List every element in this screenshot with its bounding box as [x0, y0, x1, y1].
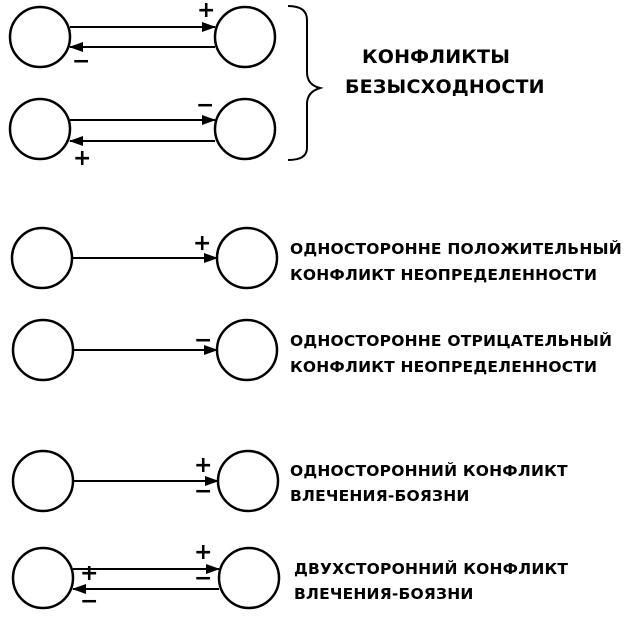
node-right: [213, 97, 277, 161]
negative-uncertainty-diagram: −: [11, 318, 279, 382]
node-right: [217, 546, 281, 610]
despair-diagram-2: − +: [8, 93, 277, 171]
plus-sign: +: [73, 146, 91, 171]
node-left: [8, 5, 72, 69]
plus-sign-left: +: [80, 561, 98, 586]
label-despair-line1: КОНФЛИКТЫ: [362, 46, 510, 68]
plus-sign: +: [193, 231, 211, 256]
label-positive-line2: КОНФЛИКТ НЕОПРЕДЕЛЕННОСТИ: [290, 266, 597, 284]
label-twoway-line2: ВЛЕЧЕНИЯ-БОЯЗНИ: [294, 585, 474, 603]
node-left: [11, 546, 75, 610]
label-negative-line2: КОНФЛИКТ НЕОПРЕДЕЛЕННОСТИ: [290, 358, 597, 376]
label-oneway-line1: ОДНОСТОРОННИЙ КОНФЛИКТ: [290, 461, 568, 480]
oneway-approach-avoidance-diagram: + −: [11, 449, 280, 513]
node-right: [215, 318, 279, 382]
label-negative-line1: ОДНОСТОРОННЕ ОТРИЦАТЕЛЬНЫЙ: [290, 331, 612, 350]
node-right: [213, 5, 277, 69]
node-left: [11, 318, 75, 382]
plus-sign-right: +: [194, 540, 212, 565]
minus-sign-right: −: [194, 566, 212, 591]
positive-uncertainty-diagram: +: [10, 226, 279, 290]
label-despair-line2: БЕЗЫСХОДНОСТИ: [345, 76, 545, 98]
label-positive-line1: ОДНОСТОРОННЕ ПОЛОЖИТЕЛЬНЫЙ: [290, 239, 622, 258]
node-right: [216, 449, 280, 513]
plus-sign: +: [197, 0, 215, 23]
label-twoway-line1: ДВУХСТОРОННИЙ КОНФЛИКТ: [294, 559, 568, 578]
node-left: [11, 449, 75, 513]
minus-sign: −: [194, 479, 212, 504]
twoway-approach-avoidance-diagram: + − + −: [11, 540, 281, 614]
minus-sign: −: [72, 49, 90, 74]
node-left: [10, 226, 74, 290]
minus-sign-left: −: [80, 589, 98, 614]
minus-sign: −: [194, 328, 212, 353]
node-left: [8, 97, 72, 161]
curly-brace: [287, 5, 324, 161]
node-right: [215, 226, 279, 290]
minus-sign: −: [196, 93, 214, 118]
despair-diagram-1: + −: [8, 0, 277, 74]
plus-sign: +: [194, 453, 212, 478]
label-oneway-line2: ВЛЕЧЕНИЯ-БОЯЗНИ: [290, 487, 470, 505]
